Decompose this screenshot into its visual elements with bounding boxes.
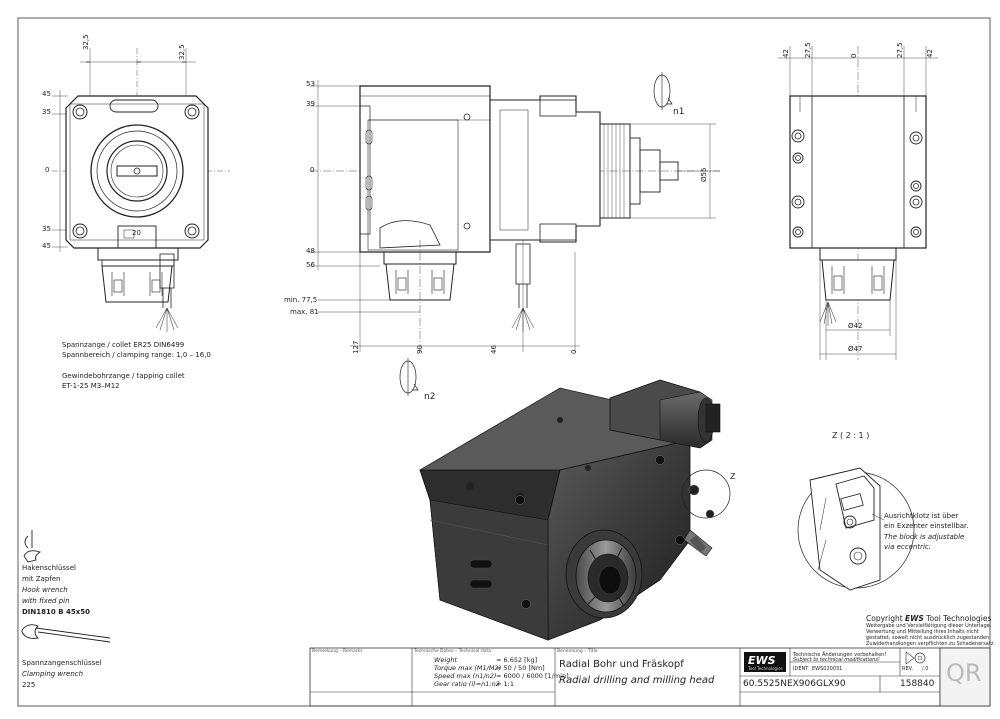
right-view bbox=[778, 46, 938, 360]
detail-z-en-line1: The block is adjustable bbox=[884, 533, 965, 541]
dim-front-left-45-top: 45 bbox=[42, 90, 51, 98]
tb-qr-placeholder: QR bbox=[946, 659, 982, 687]
note-tapping-size: ET-1-25 M3–M12 bbox=[62, 382, 120, 390]
dim-side-127: 127 bbox=[352, 340, 360, 354]
tb-name-en: Radial drilling and milling head bbox=[559, 675, 715, 686]
dim-side-53: 53 bbox=[306, 80, 315, 88]
dim-front-slot-width: 20 bbox=[132, 229, 141, 237]
dim-side-min: min. 77,5 bbox=[284, 296, 318, 304]
tb-rev-value: /.0 bbox=[922, 666, 929, 672]
tb-notice-de: Technische Änderungen vorbehalten! bbox=[793, 652, 887, 658]
dim-right-0: 0 bbox=[850, 53, 858, 58]
dim-right-dia47: Ø47 bbox=[848, 345, 863, 353]
tb-weight-value: = 6.652 [kg] bbox=[496, 656, 538, 664]
axis-n2-label: n2 bbox=[424, 392, 436, 402]
copyright-line3: gestattet, soweit nicht ausdrücklich zug… bbox=[866, 635, 991, 641]
dim-right-42-right: 42 bbox=[926, 49, 934, 58]
dim-front-left-45-bottom: 45 bbox=[42, 242, 51, 250]
wrench-line2: mit Zapfen bbox=[22, 575, 61, 583]
dim-right-27-right: 27,5 bbox=[896, 42, 904, 58]
dim-front-left-35-top: 35 bbox=[42, 108, 51, 116]
dim-right-dia42: Ø42 bbox=[848, 322, 863, 330]
dim-side-39: 39 bbox=[306, 100, 315, 108]
axis-z-label: Z bbox=[730, 472, 736, 481]
tb-rev-label: REV. bbox=[902, 666, 913, 672]
tb-speed-value: = 6000 / 6000 [1/min] bbox=[496, 672, 569, 680]
tb-part-number: 60.5525NEX906GLX90 bbox=[743, 679, 846, 689]
note-tapping-collet: Gewindebohrzange / tapping collet bbox=[62, 372, 185, 380]
tb-gear-label: Gear ratio (i)=n1:n2 bbox=[434, 680, 500, 688]
side-view bbox=[310, 72, 720, 396]
tb-gear-value: = 1:1 bbox=[496, 680, 514, 688]
copyright-line2: Verwertung und Mitteilung ihres Inhalts … bbox=[866, 629, 979, 635]
clamp-wrench-icon bbox=[21, 624, 111, 643]
copyright-title: Copyright EWS Tool Technologies bbox=[866, 614, 992, 623]
tb-drawing-number: 158840 bbox=[900, 679, 935, 689]
dim-front-left-35-bottom: 35 bbox=[42, 225, 51, 233]
tb-ident-label: IDENT bbox=[793, 666, 809, 672]
tb-label-remarks: Bemerkung – Remarks bbox=[312, 649, 363, 654]
wrench-line4: with fixed pin bbox=[22, 597, 70, 605]
tb-torque-value: = 50 / 50 [Nm] bbox=[496, 664, 545, 672]
dim-side-zero-bottom: 0 bbox=[570, 349, 578, 354]
tb-logo-sub: Tool Technologies bbox=[748, 666, 783, 671]
wrench-line5: DIN1810 B 45x50 bbox=[22, 608, 90, 616]
tb-torque-label: Torque max (M1/M2) bbox=[434, 664, 502, 672]
detail-z-en-line2: via eccentric. bbox=[884, 543, 931, 551]
dim-side-90: 90 bbox=[416, 345, 424, 354]
dim-front-top-left: 32,5 bbox=[82, 34, 90, 50]
dim-side-max: max. 81 bbox=[290, 308, 319, 316]
front-view bbox=[52, 48, 230, 332]
tb-weight-label: Weight bbox=[434, 656, 458, 664]
dim-side-56: 56 bbox=[306, 261, 315, 269]
detail-z bbox=[797, 467, 915, 591]
dim-side-dia55: Ø55 bbox=[700, 167, 708, 182]
clamp-line2: Clamping wrench bbox=[22, 670, 84, 678]
tb-notice-en: Subject to technical modifications! bbox=[793, 657, 880, 663]
dim-front-left-0: 0 bbox=[45, 166, 50, 174]
detail-z-title: Z ( 2 : 1 ) bbox=[832, 431, 870, 440]
axis-n1-label: n1 bbox=[673, 107, 685, 117]
note-clamping-range: Spannbereich / clamping range: 1,0 – 16,… bbox=[62, 351, 211, 359]
dim-side-46: 46 bbox=[490, 345, 498, 354]
isometric-render bbox=[419, 379, 731, 641]
tb-name-de: Radial Bohr und Fräskopf bbox=[559, 659, 684, 670]
clamp-line3: 225 bbox=[22, 681, 36, 689]
wrench-line3: Hook wrench bbox=[22, 586, 68, 594]
hook-wrench-icon bbox=[23, 530, 42, 563]
clamp-line1: Spannzangenschlüssel bbox=[22, 659, 102, 667]
dim-side-48: 48 bbox=[306, 247, 315, 255]
dim-front-top-right: 32,5 bbox=[178, 44, 186, 60]
copyright-line1: Weitergabe und Vervielfältigung dieser U… bbox=[866, 623, 992, 629]
tb-ident-value: EWS020031 bbox=[812, 666, 843, 672]
note-collet: Spannzange / collet ER25 DIN6499 bbox=[62, 341, 185, 349]
wrench-line1: Hakenschlüssel bbox=[22, 564, 76, 572]
dim-right-42-left: 42 bbox=[782, 49, 790, 58]
detail-z-de-line2: ein Exzenter einstellbar. bbox=[884, 522, 969, 530]
title-block bbox=[309, 647, 991, 707]
tb-speed-label: Speed max (n1/n2) bbox=[434, 672, 497, 680]
tb-logo: EWS bbox=[748, 654, 776, 667]
dim-right-27-left: 27,5 bbox=[804, 42, 812, 58]
tb-label-tech: Technische Daten – Technical data bbox=[414, 649, 491, 654]
tb-label-name: Benennung – Title bbox=[557, 649, 598, 654]
detail-z-de-line1: Ausrichtklotz ist über bbox=[884, 512, 959, 520]
dim-side-0: 0 bbox=[310, 166, 315, 174]
copyright-line4: Zuwiderhandlungen verpflichten zu Schade… bbox=[866, 641, 996, 647]
